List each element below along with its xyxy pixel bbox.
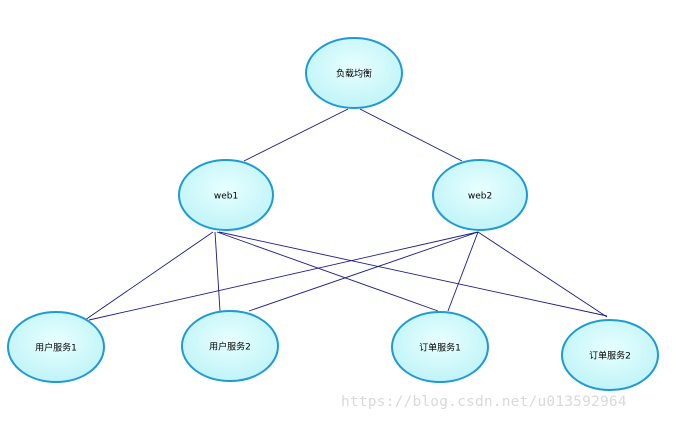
- edge-web1-order1: [216, 231, 439, 312]
- node-ellipse-web1: [178, 159, 274, 231]
- node-label-user1: 用户服务1: [35, 342, 77, 354]
- node-order1: 订单服务1: [391, 311, 489, 383]
- edge-web2-order1: [447, 231, 479, 312]
- edge-web2-order2: [477, 231, 608, 318]
- node-ellipse-order2: [561, 319, 659, 391]
- edge-web2-user1: [88, 231, 479, 321]
- watermark-text: https://blog.csdn.net/u013592964: [341, 394, 627, 410]
- node-layer: 负载均衡 web1 web2 用户服务1 用户服务2 订单服务1 订单服务2: [7, 37, 659, 391]
- node-label-web1: web1: [214, 192, 238, 202]
- edge-web1-order2: [218, 231, 608, 317]
- edge-layer: [84, 108, 608, 321]
- node-ellipse-web2: [432, 159, 528, 231]
- node-label-web2: web2: [468, 192, 492, 202]
- edge-web1-user1: [84, 231, 214, 321]
- node-ellipse-lb: [305, 37, 403, 109]
- node-ellipse-order1: [391, 311, 489, 383]
- node-web2: web2: [432, 159, 528, 231]
- edge-lb-web1: [243, 108, 349, 162]
- node-ellipse-user2: [181, 310, 279, 382]
- node-order2: 订单服务2: [561, 319, 659, 391]
- node-label-user2: 用户服务2: [209, 341, 251, 353]
- node-user1: 用户服务1: [7, 311, 105, 383]
- node-label-lb: 负载均衡: [336, 68, 372, 80]
- node-lb: 负载均衡: [305, 37, 403, 109]
- node-label-order1: 订单服务1: [419, 342, 461, 354]
- edge-web2-user2: [248, 231, 479, 312]
- node-ellipse-user1: [7, 311, 105, 383]
- node-label-order2: 订单服务2: [589, 350, 631, 362]
- edge-lb-web2: [359, 108, 463, 162]
- node-user2: 用户服务2: [181, 310, 279, 382]
- edge-web1-user2: [214, 231, 221, 312]
- node-web1: web1: [178, 159, 274, 231]
